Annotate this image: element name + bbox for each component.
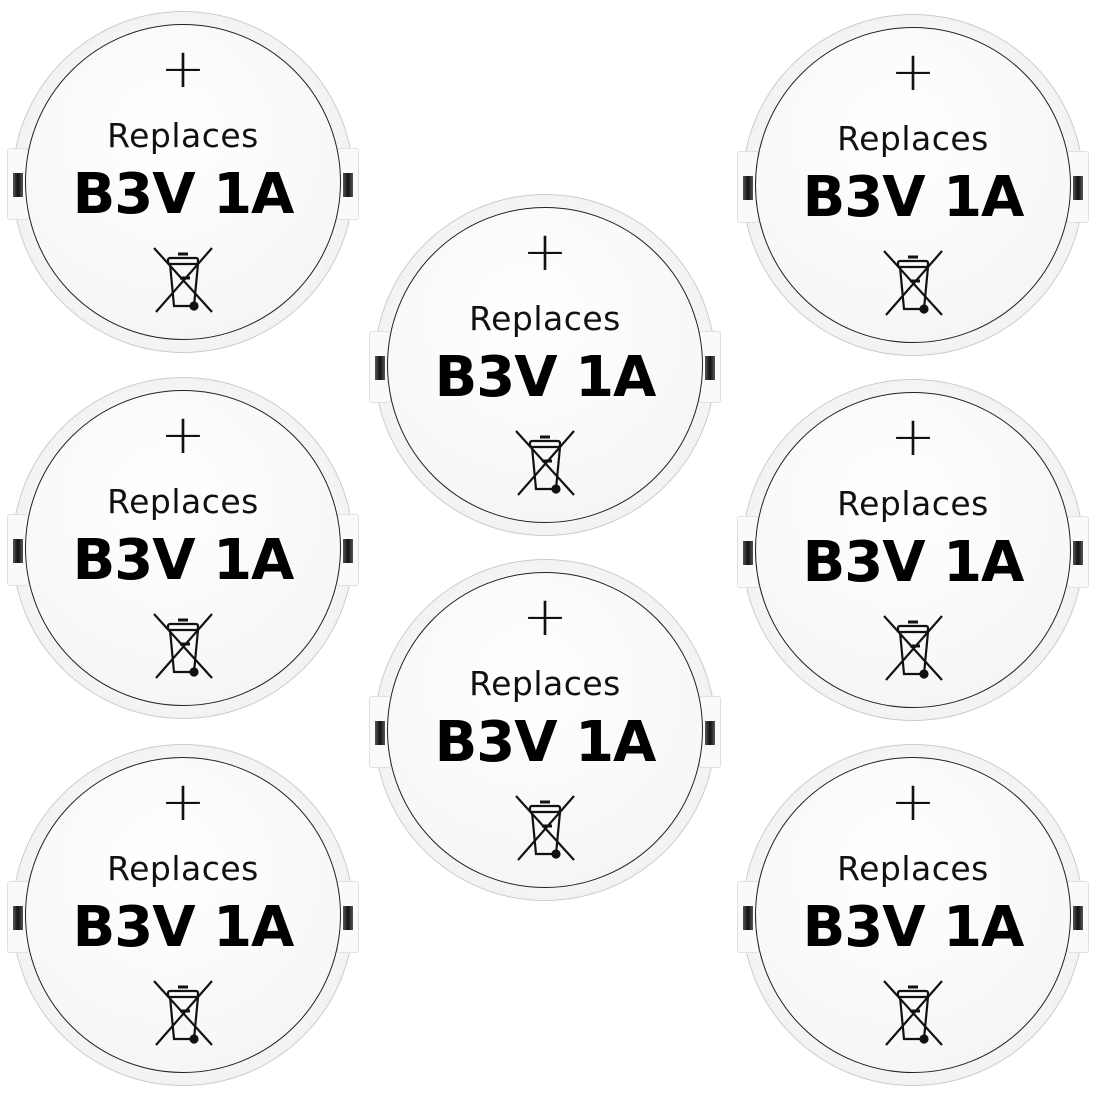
model-label: B3V 1A [72, 895, 295, 960]
battery-face [755, 392, 1071, 708]
replaces-label: Replaces [837, 484, 989, 523]
battery-right-top: + Replaces B3V 1A [737, 15, 1089, 355]
battery-left-bottom: + Replaces B3V 1A [7, 745, 359, 1085]
plus-icon: + [160, 403, 206, 466]
model-label: B3V 1A [802, 895, 1025, 960]
replaces-label: Replaces [107, 849, 259, 888]
plus-icon: + [890, 770, 936, 833]
crossed-out-bin-icon [883, 615, 943, 681]
replaces-label: Replaces [107, 116, 259, 155]
replaces-label: Replaces [837, 119, 989, 158]
battery-face [25, 757, 341, 1073]
model-label: B3V 1A [72, 162, 295, 227]
battery-face [25, 24, 341, 340]
plus-icon: + [890, 40, 936, 103]
model-label: B3V 1A [802, 165, 1025, 230]
battery-face [25, 390, 341, 706]
battery-center-bottom: + Replaces B3V 1A [369, 560, 721, 900]
battery-left-middle: + Replaces B3V 1A [7, 378, 359, 718]
crossed-out-bin-icon [153, 613, 213, 679]
battery-right-middle: + Replaces B3V 1A [737, 380, 1089, 720]
plus-icon: + [522, 585, 568, 648]
battery-face [387, 572, 703, 888]
crossed-out-bin-icon [515, 430, 575, 496]
battery-face [755, 757, 1071, 1073]
crossed-out-bin-icon [153, 247, 213, 313]
model-label: B3V 1A [802, 530, 1025, 595]
model-label: B3V 1A [434, 345, 657, 410]
plus-icon: + [160, 770, 206, 833]
plus-icon: + [522, 220, 568, 283]
replaces-label: Replaces [469, 664, 621, 703]
replaces-label: Replaces [469, 299, 621, 338]
model-label: B3V 1A [72, 528, 295, 593]
battery-right-bottom: + Replaces B3V 1A [737, 745, 1089, 1085]
battery-left-top: + Replaces B3V 1A [7, 12, 359, 352]
model-label: B3V 1A [434, 710, 657, 775]
plus-icon: + [890, 405, 936, 468]
battery-center-top: + Replaces B3V 1A [369, 195, 721, 535]
battery-face [387, 207, 703, 523]
plus-icon: + [160, 37, 206, 100]
crossed-out-bin-icon [515, 795, 575, 861]
replaces-label: Replaces [107, 482, 259, 521]
replaces-label: Replaces [837, 849, 989, 888]
crossed-out-bin-icon [883, 980, 943, 1046]
crossed-out-bin-icon [883, 250, 943, 316]
crossed-out-bin-icon [153, 980, 213, 1046]
battery-face [755, 27, 1071, 343]
